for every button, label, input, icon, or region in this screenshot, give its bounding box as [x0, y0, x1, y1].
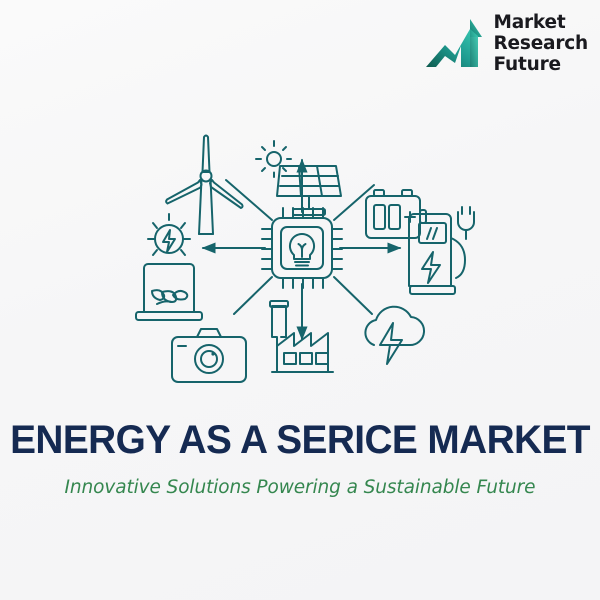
solar-panel-icon	[255, 140, 342, 216]
connectors	[201, 158, 402, 341]
laptop-green-energy-icon	[135, 213, 203, 321]
market-research-future-logo-mark	[425, 18, 482, 67]
cloud-lightning-icon	[364, 305, 426, 365]
diagram-svg	[135, 134, 475, 383]
title-block: ENERGY AS A SERICE MARKET Innovative Sol…	[0, 418, 600, 498]
brand-name-line-2: Research	[493, 32, 589, 54]
connector-diagonal-top-left	[225, 179, 273, 221]
connector-diagonal-bottom-left	[233, 276, 273, 315]
page-subtitle: Innovative Solutions Powering a Sustaina…	[64, 477, 536, 498]
camera-icon	[171, 328, 247, 383]
page-title: ENERGY AS A SERICE MARKET	[10, 418, 590, 462]
center-microchip-icon	[261, 207, 343, 289]
ev-charging-station-icon	[408, 206, 475, 295]
connector-diagonal-bottom-right	[333, 276, 373, 315]
brand-name: Market Research Future	[494, 12, 589, 76]
brand-logo: Market Research Future	[425, 12, 589, 76]
wind-turbine-icon	[165, 134, 244, 235]
brand-name-line-3: Future	[493, 53, 562, 75]
energy-hub-diagram	[0, 62, 600, 407]
lightbulb-icon	[288, 232, 316, 267]
factory-icon	[269, 300, 334, 373]
brand-name-line-1: Market	[493, 12, 566, 33]
connector-diagonal-top-right	[333, 184, 375, 221]
